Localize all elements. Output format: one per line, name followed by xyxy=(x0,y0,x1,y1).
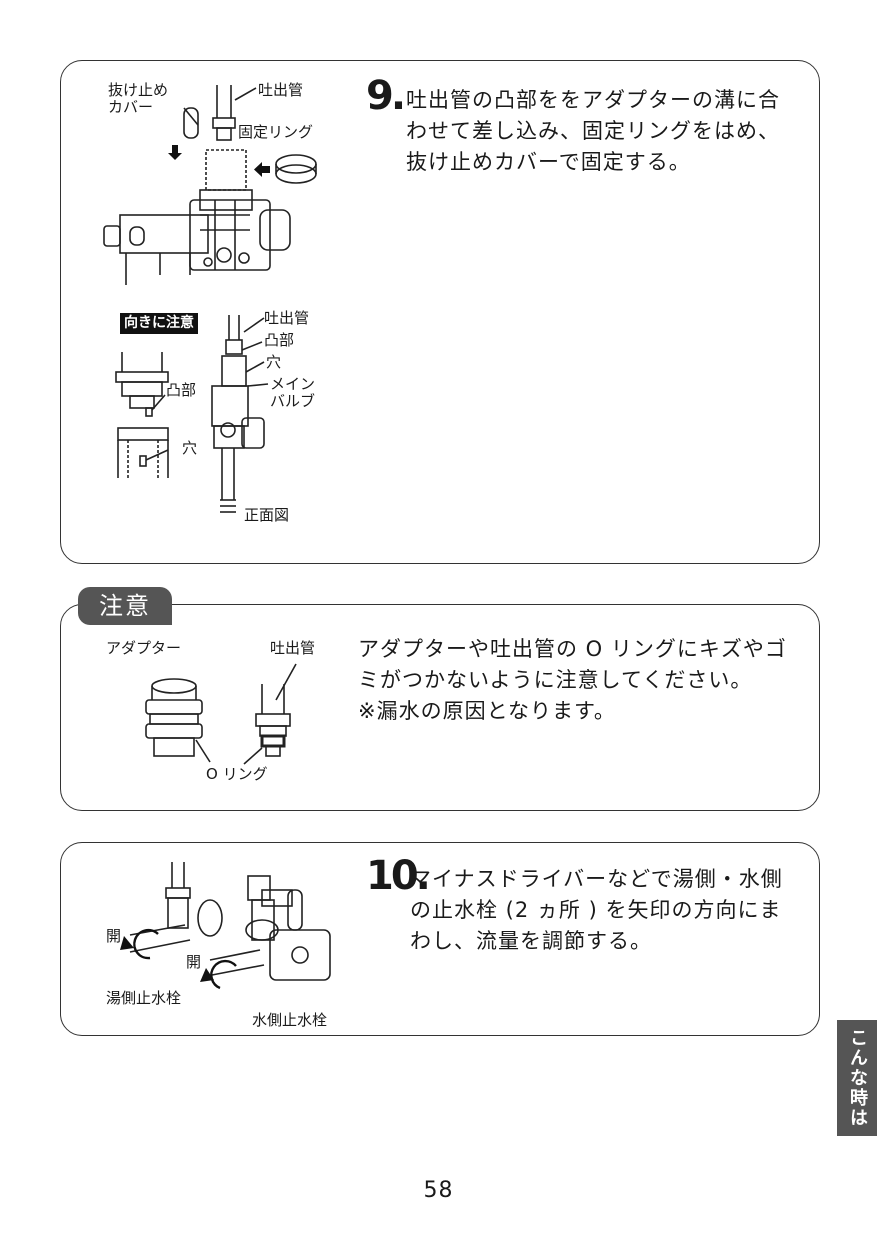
main-valve-line1: メイン xyxy=(270,375,316,393)
open-label-2: 開 xyxy=(186,953,202,971)
step9-instructions: 吐出管の凸部ををアダプターの溝に合 わせて差し込み、固定リングをはめ、 抜け止め… xyxy=(406,85,780,178)
hole-label: 穴 xyxy=(266,353,282,371)
step10-line-3: わし、流量を調節する。 xyxy=(410,929,652,953)
open-label-1: 開 xyxy=(106,927,122,945)
spout2-label: 吐出管 xyxy=(264,309,310,327)
cover-label: 抜け止め カバー xyxy=(108,82,168,116)
caution-text: アダプターや吐出管の O リングにキズやゴ ミがつかないように注意してください。… xyxy=(358,634,787,727)
hot-valve-label: 湯側止水栓 xyxy=(106,989,182,1007)
boss-left-label: 凸部 xyxy=(166,381,197,399)
step9-line-3: 抜け止めカバーで固定する。 xyxy=(406,150,691,174)
spout-label: 吐出管 xyxy=(258,81,304,99)
front-view-label: 正面図 xyxy=(244,506,290,524)
oring-label: O リング xyxy=(206,765,268,783)
caution-line-1: アダプターや吐出管の O リングにキズやゴ xyxy=(358,637,787,661)
boss-label: 凸部 xyxy=(264,331,295,349)
step10-panel xyxy=(60,842,820,1036)
step9-line-1: 吐出管の凸部ををアダプターの溝に合 xyxy=(406,88,780,112)
cover-label-line1: 抜け止め xyxy=(108,81,169,99)
main-valve-line2: バルブ xyxy=(270,392,316,410)
side-index-tab[interactable]: こんな時は xyxy=(837,1020,877,1136)
cover-label-line2: カバー xyxy=(108,98,154,116)
cold-valve-label: 水側止水栓 xyxy=(252,1011,328,1029)
step10-instructions: マイナスドライバーなどで湯側・水側 の止水栓 (2 ヵ所 ) を矢印の方向にま … xyxy=(410,864,783,957)
hole-left-label: 穴 xyxy=(182,439,198,457)
step10-line-2: の止水栓 (2 ヵ所 ) を矢印の方向にま xyxy=(410,898,782,922)
attention-badge: 向きに注意 xyxy=(120,313,198,334)
arrow-left-icon xyxy=(254,162,270,177)
step9-number: 9. xyxy=(366,73,406,119)
caution-panel xyxy=(60,604,820,811)
step9-line-2: わせて差し込み、固定リングをはめ、 xyxy=(406,119,780,143)
step10-line-1: マイナスドライバーなどで湯側・水側 xyxy=(410,867,783,891)
caution-line-3: ※漏水の原因となります。 xyxy=(358,699,616,723)
ring-label: 固定リング xyxy=(238,123,314,141)
step10-number: 10. xyxy=(366,853,431,899)
adapter-label: アダプター xyxy=(106,639,182,657)
step9-panel xyxy=(60,60,820,564)
arrow-down-icon xyxy=(168,145,182,160)
rotate-arrow-icon xyxy=(133,928,237,990)
main-valve-label: メイン バルブ xyxy=(270,376,315,410)
caution-spout-label: 吐出管 xyxy=(270,639,316,657)
caution-line-2: ミがつかないように注意してください。 xyxy=(358,668,753,692)
page-number: 58 xyxy=(423,1178,454,1203)
caution-tag: 注意 xyxy=(78,587,172,625)
